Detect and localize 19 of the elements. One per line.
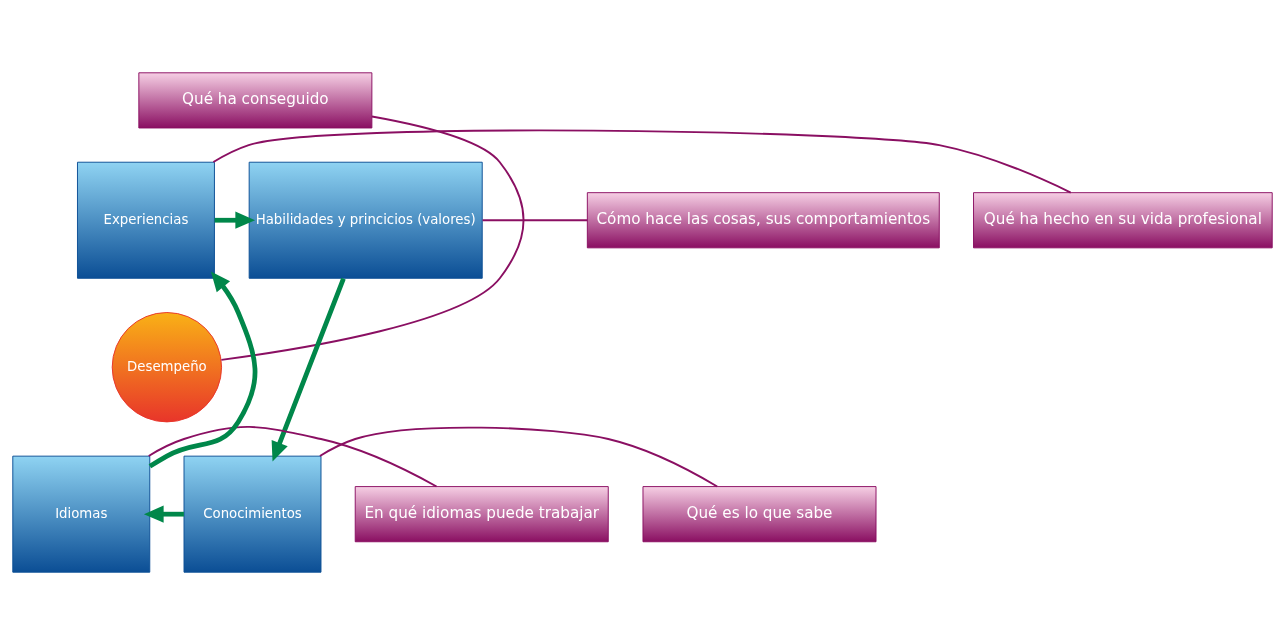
node-box: Idiomas: [12, 455, 151, 573]
node-box: Experiencias: [77, 161, 215, 279]
connector: [481, 218, 589, 221]
arrow: [143, 505, 184, 523]
connector: [319, 426, 719, 487]
node-box: Habilidades y princicios (valores): [248, 161, 483, 279]
node-box: En qué idiomas puede trabajar: [354, 485, 609, 542]
connector: [212, 129, 1072, 193]
arrow: [148, 270, 258, 468]
node-box: Qué es lo que sabe: [642, 485, 877, 542]
arrow: [271, 277, 346, 462]
node-box: Qué ha hecho en su vida profesional: [973, 191, 1273, 248]
node-box: Conocimientos: [183, 455, 322, 573]
node-box: Cómo hace las cosas, sus comportamientos: [586, 191, 940, 248]
connector: [147, 425, 438, 487]
node-box: Qué ha conseguido: [138, 71, 373, 128]
connector: [220, 115, 525, 361]
arrow: [214, 211, 256, 229]
node-circle: Desempeño: [111, 311, 223, 422]
